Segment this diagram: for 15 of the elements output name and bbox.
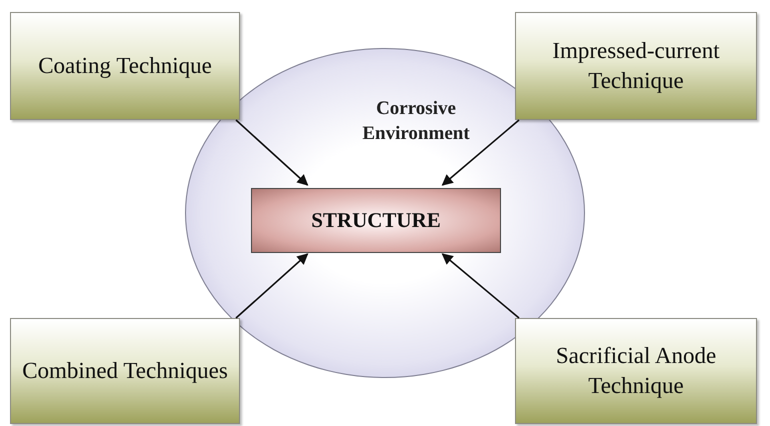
technique-box	[10, 318, 240, 424]
box-label: Combined Techniques	[21, 357, 229, 386]
structure-box	[251, 188, 501, 253]
technique-box	[515, 318, 757, 424]
arrow	[442, 119, 520, 186]
arrow	[235, 253, 308, 319]
box-label: Sacrificial Anode Technique	[554, 342, 718, 400]
ellipse-label: Corrosive Environment	[361, 97, 471, 146]
technique-box	[10, 12, 240, 120]
box-label: STRUCTURE	[311, 208, 441, 233]
box-label: Coating Technique	[37, 52, 213, 80]
arrow	[235, 119, 308, 186]
arrow	[442, 253, 520, 319]
technique-box	[515, 12, 757, 120]
box-label: Impressed-current Technique	[551, 37, 721, 95]
